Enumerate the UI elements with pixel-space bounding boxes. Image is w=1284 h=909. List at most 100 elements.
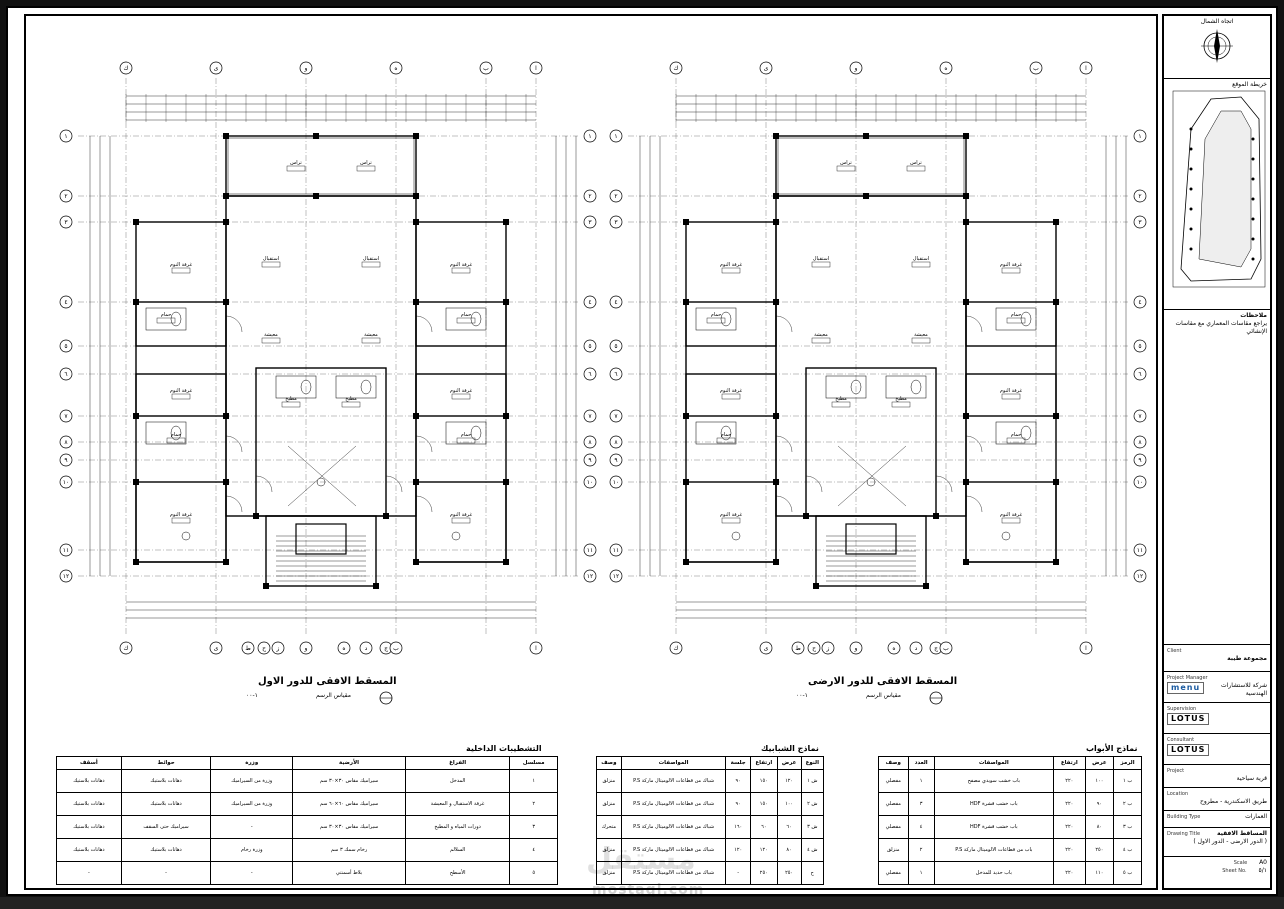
doors-cell: ٨٠ <box>1084 815 1115 839</box>
doors-header: ارتفاع <box>1052 756 1086 770</box>
axis-label: ٤ <box>588 299 591 306</box>
axis-label: ٧ <box>64 413 68 420</box>
room-label: غرفة النوم <box>450 388 473 394</box>
axis-label: ز <box>826 645 830 652</box>
column <box>773 413 779 419</box>
site-plan-cell: خريطة الموقع <box>1164 79 1270 310</box>
column <box>863 193 869 199</box>
axis-bubble <box>759 61 773 75</box>
room-tag <box>811 337 831 344</box>
toilet-icon <box>170 311 182 327</box>
column <box>133 299 139 305</box>
room-tag <box>361 337 381 344</box>
finishes-cell: رخام سمك ٣ سم <box>292 838 406 862</box>
building-label: Building Type <box>1167 814 1201 820</box>
location-value: طريق الاسكندرية - مطروح <box>1199 798 1267 805</box>
axis-label: و <box>304 645 308 652</box>
finishes-cell: وزرة من السيراميك <box>210 769 294 793</box>
room-label: مطبخ <box>345 396 357 402</box>
axis-label: ب <box>1033 65 1039 72</box>
axis-bubble <box>299 641 313 655</box>
axis-bubble <box>583 435 597 449</box>
column <box>223 193 229 199</box>
room-tag <box>716 437 736 444</box>
room-tag <box>456 437 476 444</box>
right-plan-scale: مقياس الرسم <box>866 692 901 699</box>
wall <box>135 373 227 417</box>
bath-fixture <box>335 375 377 399</box>
client-cell: Client مجموعة طيبة <box>1164 645 1270 672</box>
drawing-label: Drawing Title <box>1167 831 1201 837</box>
axis-label: ه <box>892 645 895 652</box>
door-swing <box>255 475 273 493</box>
sheet-info-cell: Scale A0 Sheet No. ٥/١ <box>1164 857 1270 883</box>
room-label: معيشة <box>264 332 278 338</box>
axis-bubble <box>1133 409 1147 423</box>
axis-label: ا <box>535 645 537 652</box>
axis-bubble <box>609 367 623 381</box>
room-label: غرفة النوم <box>1000 388 1023 394</box>
axis-label: ط <box>245 645 251 652</box>
column <box>223 133 229 139</box>
site-map <box>1172 90 1266 288</box>
axis-bubble <box>609 129 623 143</box>
drawing-floors: ( الدور الارضى - الدور الاول ) <box>1193 838 1267 845</box>
finishes-header: أسقف <box>56 756 122 770</box>
column <box>1053 559 1059 565</box>
axis-bubble <box>1133 475 1147 489</box>
axis-label: ه <box>342 645 345 652</box>
column <box>253 513 259 519</box>
axis-label: ك <box>674 645 679 652</box>
wall <box>685 481 777 563</box>
windows-cell: ٢٥٠ <box>749 861 778 885</box>
axis-bubble <box>609 189 623 203</box>
room-label: استقبال <box>263 256 279 262</box>
bath-fixture <box>145 421 187 445</box>
windows-cell: ٢٥٠ <box>776 861 802 885</box>
doors-header: العدد <box>907 756 935 770</box>
door-swing <box>935 475 953 493</box>
axis-label: ٢ <box>1138 193 1141 200</box>
windows-cell: شباك من قطاعات الالوميتال ماركة P.S <box>620 792 727 816</box>
finishes-header: وزرة <box>210 756 294 770</box>
column <box>963 299 969 305</box>
axis-bubble <box>59 543 73 557</box>
axis-bubble <box>59 129 73 143</box>
room-label: حمام <box>161 312 172 318</box>
axis-label: ٤ <box>614 299 617 306</box>
column <box>503 413 509 419</box>
column <box>963 133 969 139</box>
door-swing <box>805 475 823 493</box>
finishes-cell: ٢ <box>509 792 558 816</box>
door-swing <box>385 475 403 493</box>
room-tag <box>706 317 726 324</box>
axis-label: ٣ <box>588 219 592 226</box>
axis-bubble <box>849 641 863 655</box>
axis-bubble <box>583 409 597 423</box>
building-cell: Building Type العمارات <box>1164 811 1270 828</box>
axis-bubble <box>59 339 73 353</box>
doors-header: المواصفات <box>933 756 1054 770</box>
axis-bubble <box>759 641 773 655</box>
finishes-cell: ٥ <box>509 861 558 885</box>
axis-label: ٢ <box>64 193 67 200</box>
site-marker <box>1189 247 1193 251</box>
column <box>773 133 779 139</box>
axis-label: ٩ <box>588 457 591 464</box>
column <box>373 583 379 589</box>
hall-diagonal <box>837 445 907 507</box>
room-tag <box>171 517 191 524</box>
wall <box>135 301 227 347</box>
axis-label: و <box>854 645 858 652</box>
watermark-url: mostaql.com <box>592 882 705 898</box>
doors-cell: مفصلي <box>878 769 909 793</box>
sheet-size: A0 <box>1259 859 1267 866</box>
toilet-icon <box>170 425 182 441</box>
windows-cell: ش ٣ <box>800 815 825 839</box>
wall <box>225 135 417 197</box>
